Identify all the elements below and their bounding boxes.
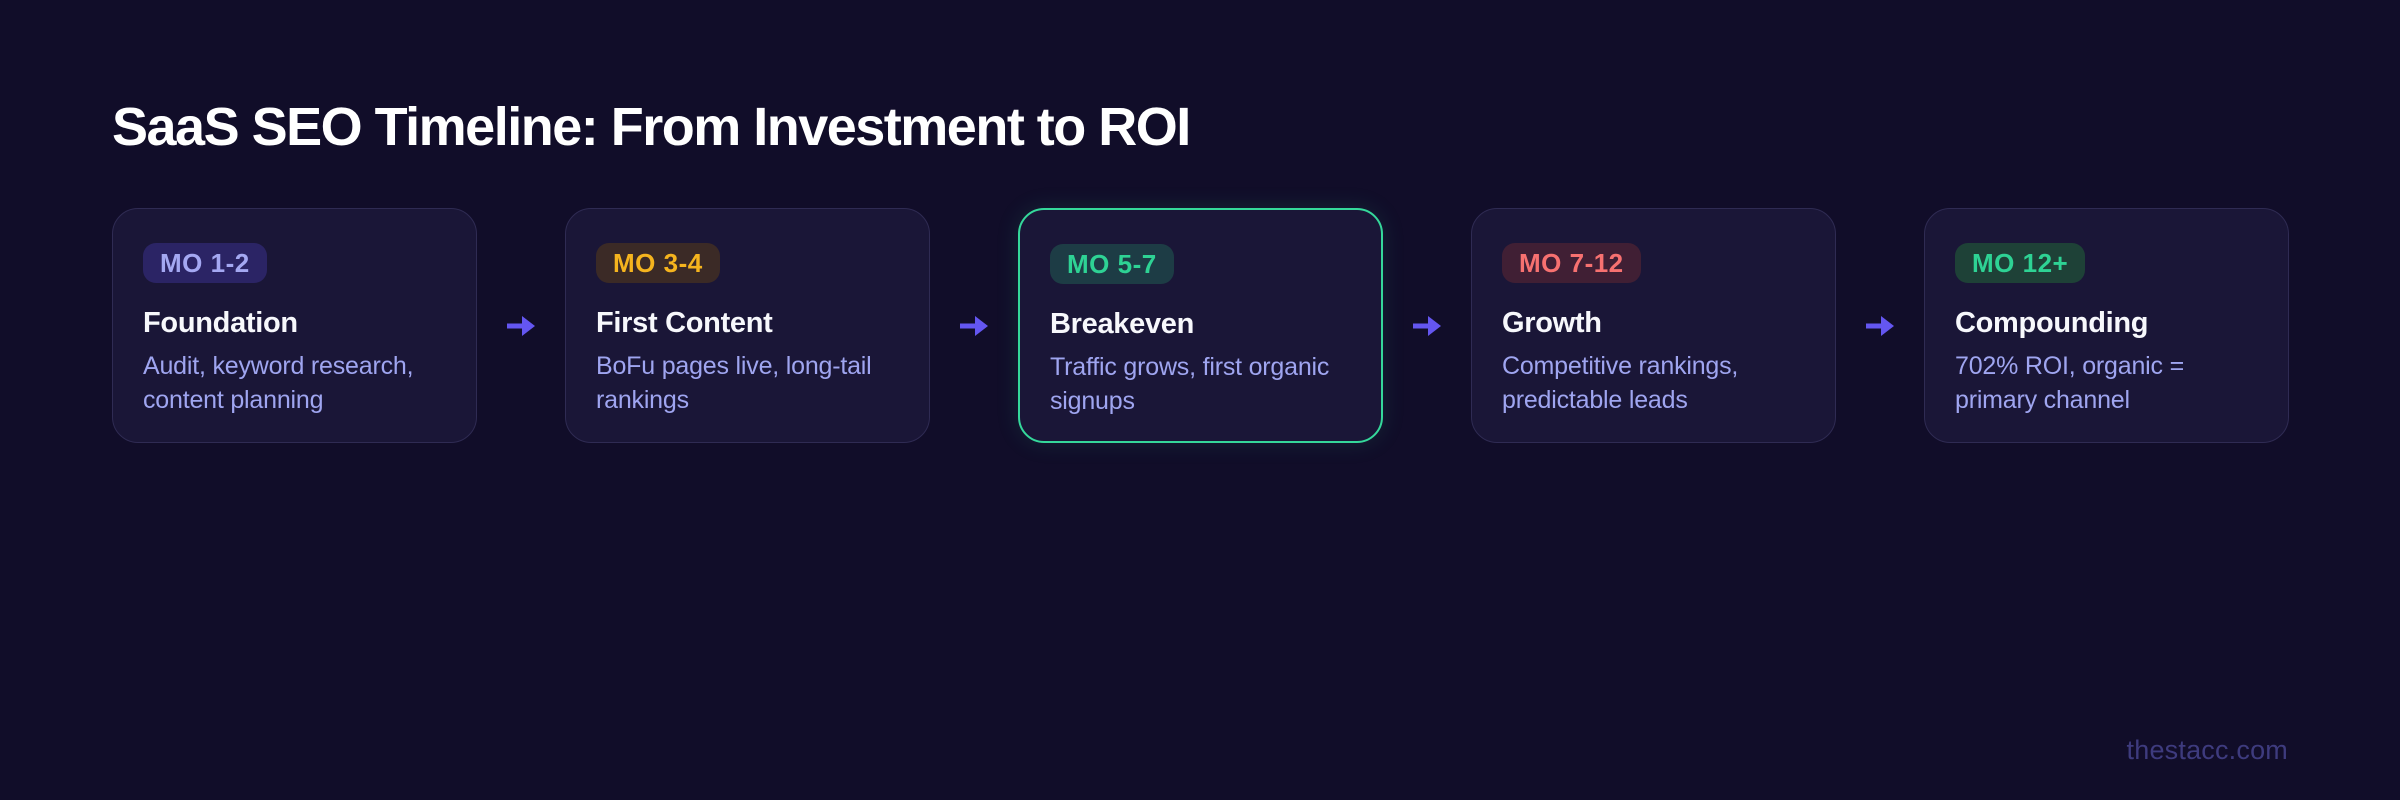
stage-title: Breakeven — [1050, 308, 1195, 340]
stage-description: BoFu pages live, long-tail rankings — [596, 352, 872, 414]
stage-description: Competitive rankings, predictable leads — [1502, 352, 1739, 414]
arrow-right-icon — [1412, 315, 1442, 337]
watermark: thestacc.com — [2126, 735, 2288, 765]
stage-card-first-content: MO 3-4 First Content BoFu pages live, lo… — [565, 208, 930, 443]
stage-badge: MO 12+ — [1955, 243, 2086, 283]
arrow-right-icon — [959, 315, 989, 337]
arrow-right-icon — [506, 315, 536, 337]
timeline-connector — [1383, 208, 1471, 443]
timeline-connector — [930, 208, 1018, 443]
stage-card-foundation: MO 1-2 Foundation Audit, keyword researc… — [112, 208, 477, 443]
timeline-connector — [477, 208, 565, 443]
stage-card-compounding: MO 12+ Compounding 702% ROI, organic = p… — [1924, 208, 2289, 443]
stage-card-breakeven: MO 5-7 Breakeven Traffic grows, first or… — [1018, 208, 1383, 443]
stage-description: 702% ROI, organic = primary channel — [1955, 352, 2184, 414]
stage-badge: MO 1-2 — [143, 243, 267, 283]
stage-title: Growth — [1502, 307, 1602, 339]
stage-description: Audit, keyword research, content plannin… — [143, 352, 414, 414]
arrow-right-icon — [1865, 315, 1895, 337]
stage-title: Compounding — [1955, 307, 2149, 339]
stage-badge: MO 3-4 — [596, 243, 720, 283]
stage-title: First Content — [596, 307, 773, 339]
page-title: SaaS SEO Timeline: From Investment to RO… — [112, 97, 1191, 157]
timeline-row: MO 1-2 Foundation Audit, keyword researc… — [112, 208, 2289, 443]
stage-badge: MO 5-7 — [1050, 244, 1174, 284]
stage-title: Foundation — [143, 307, 298, 339]
stage-card-growth: MO 7-12 Growth Competitive rankings, pre… — [1471, 208, 1836, 443]
stage-badge: MO 7-12 — [1502, 243, 1641, 283]
timeline-connector — [1836, 208, 1924, 443]
stage-description: Traffic grows, first organic signups — [1050, 353, 1330, 415]
